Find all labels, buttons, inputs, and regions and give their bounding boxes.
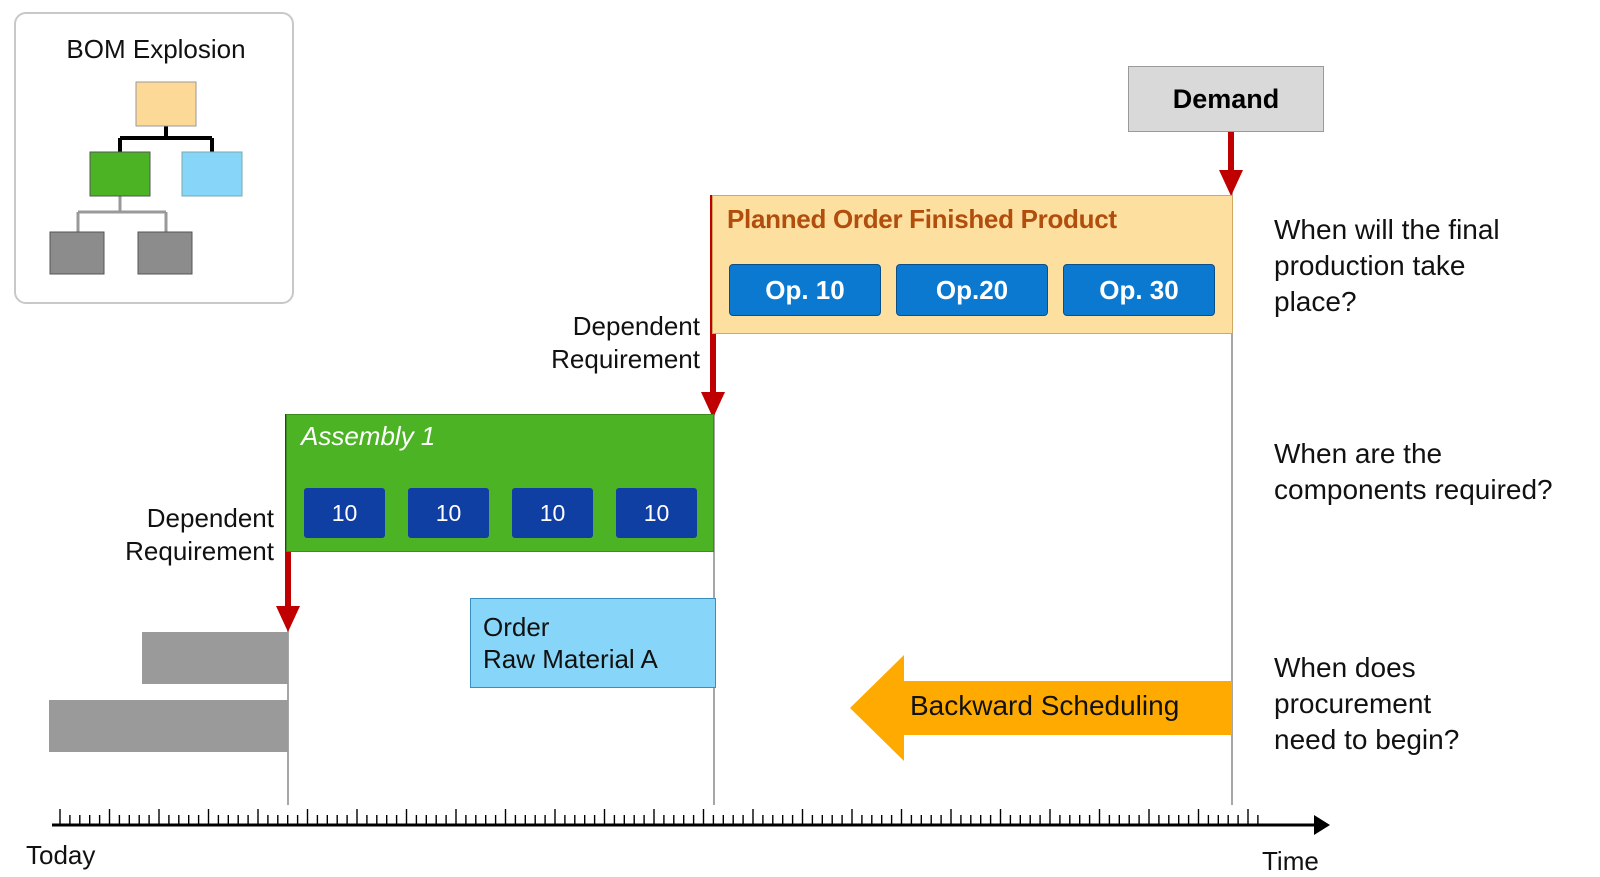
- assembly-order[interactable]: Assembly 1 10 10 10 10: [286, 414, 714, 552]
- dependent-requirement-lower-line2: Requirement: [125, 536, 274, 566]
- bom-root-node: [135, 81, 197, 127]
- axis-label-time: Time: [1262, 846, 1319, 876]
- time-axis-arrowhead: [1314, 815, 1330, 835]
- dependent-requirement-lower-label: Dependent Requirement: [56, 502, 274, 568]
- bom-raw-material-node: [181, 151, 243, 197]
- question-3-line-2: procurement: [1274, 688, 1432, 719]
- dependent-requirement-lower-line1: Dependent: [146, 503, 274, 533]
- bom-connector-top: [118, 126, 214, 152]
- question-1-line-1: When will the final: [1274, 214, 1500, 245]
- dependent-req-arrow-upper-head: [701, 392, 725, 418]
- assembly-operation-3[interactable]: 10: [512, 488, 593, 538]
- question-final-production: When will the final production take plac…: [1274, 212, 1500, 320]
- raw-order-line2: Raw Material A: [483, 644, 658, 674]
- question-3-line-3: need to begin?: [1274, 724, 1460, 755]
- dependent-requirement-upper-line1: Dependent: [572, 311, 700, 341]
- assembly-operation-1[interactable]: 10: [304, 488, 385, 538]
- bom-explosion-panel: BOM Explosion: [14, 12, 294, 304]
- question-1-line-2: production take: [1274, 250, 1466, 281]
- question-components-required: When are the components required?: [1274, 436, 1553, 508]
- procurement-bar-1: [142, 632, 288, 684]
- bom-connector-bottom: [76, 196, 168, 232]
- bom-assembly-node: [89, 151, 151, 197]
- raw-order-line1: Order: [483, 612, 550, 642]
- planned-order-finished-product[interactable]: Planned Order Finished Product Op. 10 Op…: [712, 195, 1233, 334]
- operation-op10[interactable]: Op. 10: [729, 264, 881, 316]
- question-2-line-1: When are the: [1274, 438, 1443, 469]
- question-3-line-1: When does: [1274, 652, 1416, 683]
- demand-arrow-head: [1219, 170, 1243, 196]
- assembly-operation-2[interactable]: 10: [408, 488, 489, 538]
- bom-component-node-1: [49, 231, 105, 275]
- backward-scheduling-label: Backward Scheduling: [910, 690, 1180, 721]
- dependent-requirement-upper-label: Dependent Requirement: [480, 310, 700, 376]
- operation-op30[interactable]: Op. 30: [1063, 264, 1215, 316]
- question-1-line-3: place?: [1274, 286, 1357, 317]
- assembly-title: Assembly 1: [301, 421, 436, 451]
- bom-panel-title: BOM Explosion: [66, 34, 246, 64]
- bom-tree-diagram: [49, 81, 243, 275]
- bom-component-node-2: [137, 231, 193, 275]
- question-procurement-begin: When does procurement need to begin?: [1274, 650, 1459, 758]
- axis-label-today: Today: [26, 840, 96, 870]
- backward-scheduling-arrow: [850, 655, 1232, 761]
- dependent-req-arrow-lower-head: [276, 606, 300, 632]
- assembly-operation-4[interactable]: 10: [616, 488, 697, 538]
- operation-op20[interactable]: Op.20: [896, 264, 1048, 316]
- demand-box: Demand: [1128, 66, 1324, 132]
- dependent-requirement-upper-line2: Requirement: [551, 344, 700, 374]
- planned-order-title: Planned Order Finished Product: [727, 204, 1117, 234]
- raw-material-order[interactable]: Order Raw Material A: [470, 598, 716, 688]
- question-2-line-2: components required?: [1274, 474, 1553, 505]
- time-axis-ticks: [59, 809, 1259, 825]
- procurement-bar-2: [49, 700, 288, 752]
